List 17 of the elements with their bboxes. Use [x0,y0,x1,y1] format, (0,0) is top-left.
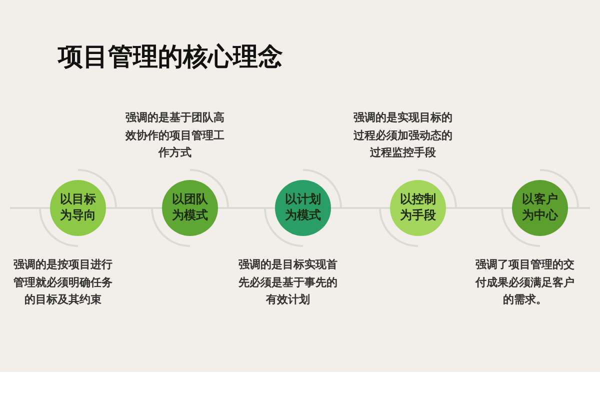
connector-line [106,207,162,209]
title: 项目管理的核心理念 [58,41,283,73]
connector-line [218,207,275,209]
circle-node: 以客户为中心 [512,180,568,236]
connector-line [10,207,50,209]
description-text: 强调的是基于团队高效协作的项目管理工作方式 [125,110,225,162]
circle-node: 以计划为模式 [275,180,331,236]
circle-node: 以控制为手段 [390,180,446,236]
connector-line [568,207,590,209]
description-text: 强调的是目标实现首先必须是基于事先的有效计划 [238,257,338,308]
connector-line [331,207,390,209]
description-text: 强调了项目管理的交付成果必须满足客户的需求。 [475,257,575,308]
connector-line [446,207,512,209]
circle-node: 以团队为模式 [162,180,218,236]
description-text: 强调的是实现目标的过程必须加强动态的过程监控手段 [353,110,453,162]
circle-node: 以目标为导向 [50,180,106,236]
description-text: 强调的是按项目进行管理就必须明确任务的目标及其约束 [13,257,113,308]
